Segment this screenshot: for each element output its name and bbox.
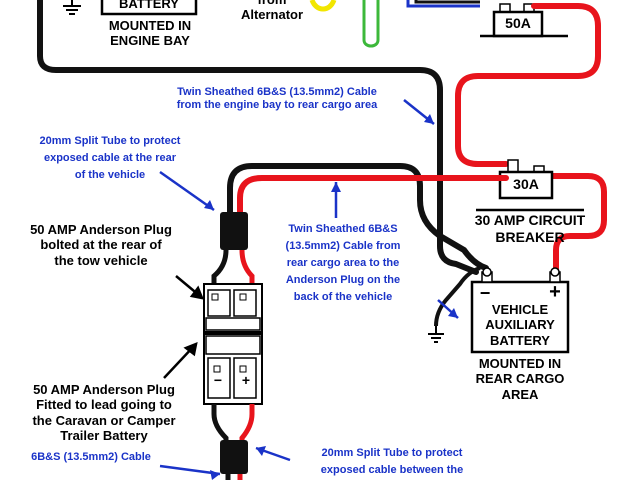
alternator-yellow-wire: [309, 0, 337, 12]
aux-battery-terminals: [481, 267, 561, 283]
aux-battery-neg: −: [479, 283, 491, 303]
plug-neg-symbol: −: [213, 372, 223, 388]
anderson-bolted-label: 50 AMP Anderson Plug bolted at the rear …: [30, 222, 172, 268]
engine-battery-label: BATTERY: [119, 0, 179, 11]
top-blue-wire: [406, 0, 480, 8]
twin-cable-positive: [237, 175, 509, 215]
split-tube-bottom: [220, 440, 248, 474]
plug-feed-negative: [211, 249, 229, 286]
plug-pointer-arrows: [163, 275, 205, 379]
engine-to-cargo-cable-label: Twin Sheathed 6B&S (13.5mm2) Cable from …: [176, 86, 378, 111]
fuse-50a: [492, 3, 544, 38]
aux-ground-wire: [434, 266, 481, 327]
aux-battery-label: VEHICLE AUXILIARY BATTERY: [485, 302, 555, 348]
lead-positive: [239, 404, 255, 444]
breaker-caption: 30 AMP CIRCUIT BREAKER: [474, 212, 586, 245]
breaker-30a-label: 30A: [513, 176, 539, 192]
circuit-breaker-30a: [498, 159, 554, 200]
alternator-label: from Alternator: [240, 0, 304, 23]
split-tube-top: [220, 212, 248, 250]
aux-ground-symbol: [428, 326, 444, 343]
anderson-plug-bolted: [203, 283, 263, 333]
fuse-feed-black-wire: [414, 0, 480, 4]
split-tube-rear-label: 20mm Split Tube to protect exposed cable…: [39, 135, 181, 182]
alternator-green-wire: [362, 0, 380, 48]
negative-main-cable: [37, 0, 479, 275]
aux-battery-box: [470, 280, 570, 354]
engine-battery-box: [100, 0, 198, 16]
positive-main-cable: [455, 3, 601, 167]
plug-feed-positive: [239, 249, 255, 286]
fuse-50a-label: 50A: [505, 15, 531, 31]
cargo-to-plug-cable-label: Twin Sheathed 6B&S (13.5mm2) Cable from …: [285, 223, 401, 304]
top-ground-symbol: [63, 0, 81, 15]
aux-battery-mounted-label: MOUNTED IN REAR CARGO AREA: [475, 356, 565, 402]
engine-bay-mounted-label: MOUNTED IN ENGINE BAY: [108, 18, 192, 49]
anderson-fitted-label: 50 AMP Anderson Plug Fitted to lead goin…: [32, 382, 176, 443]
annotation-arrowheads: [204, 114, 458, 480]
positive-breaker-to-battery: [539, 173, 607, 277]
aux-battery-pos: +: [549, 281, 561, 303]
split-tube-between-label: 20mm Split Tube to protect exposed cable…: [320, 447, 464, 477]
anderson-plug-fitted: [203, 333, 263, 405]
plug-pos-symbol: +: [241, 372, 251, 388]
bottom-cable-label: 6B&S (13.5mm2) Cable: [31, 451, 151, 463]
twin-cable-negative: [227, 163, 489, 271]
lead-negative: [211, 404, 229, 444]
